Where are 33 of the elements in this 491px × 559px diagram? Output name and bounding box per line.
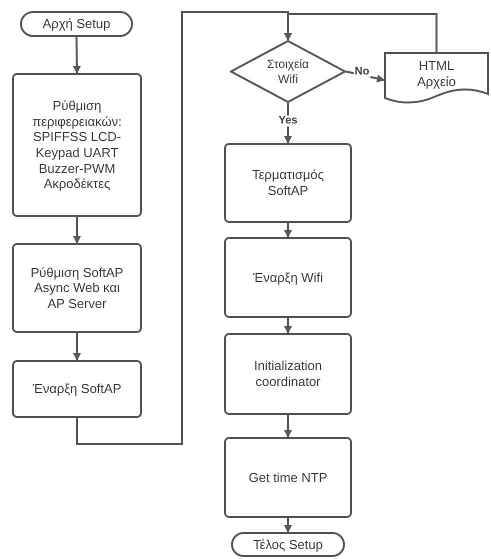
node-label: Ρύθμιση περιφερειακών: SPIFFSS LCD-Keypad UART Buzzer-PWM Ακροδέκτες — [31, 98, 123, 192]
process-box — [12, 243, 142, 333]
arrow — [73, 333, 81, 361]
terminator-pill — [231, 532, 345, 557]
arrow — [72, 36, 81, 74]
arrow — [76, 11, 292, 445]
node-label: Έναρξη Wifi — [252, 270, 324, 286]
process-box — [224, 143, 352, 223]
process-box — [12, 360, 142, 418]
arrow — [284, 415, 292, 438]
node-label: Get time NTP — [248, 470, 328, 486]
arrow — [73, 217, 81, 244]
process-box — [12, 73, 142, 217]
arrow — [284, 318, 292, 334]
decision-diamond — [230, 40, 346, 103]
terminator-pill — [20, 11, 133, 37]
process-box — [224, 333, 352, 415]
node-label: Initialization coordinator — [253, 358, 323, 390]
arrow — [284, 518, 292, 533]
arrow — [284, 13, 438, 52]
node-label: HTML Αρχείο — [416, 58, 457, 90]
node-label: Ρύθμιση SoftAP Async Web και AP Server — [30, 264, 124, 312]
node-label: Τερματισμός SoftAP — [251, 167, 325, 199]
node-label: Αρχή Setup — [42, 16, 110, 32]
arrow — [284, 223, 292, 238]
node-label: Τέλος Setup — [253, 536, 323, 552]
edge-label: Yes — [278, 116, 298, 126]
edge-label: No — [354, 66, 370, 78]
process-box — [224, 237, 352, 318]
arrow — [346, 70, 385, 82]
process-box — [224, 437, 352, 518]
node-label: Στοιχεία Wifi — [266, 57, 310, 86]
node-label: Έναρξη SoftAP — [32, 381, 122, 397]
